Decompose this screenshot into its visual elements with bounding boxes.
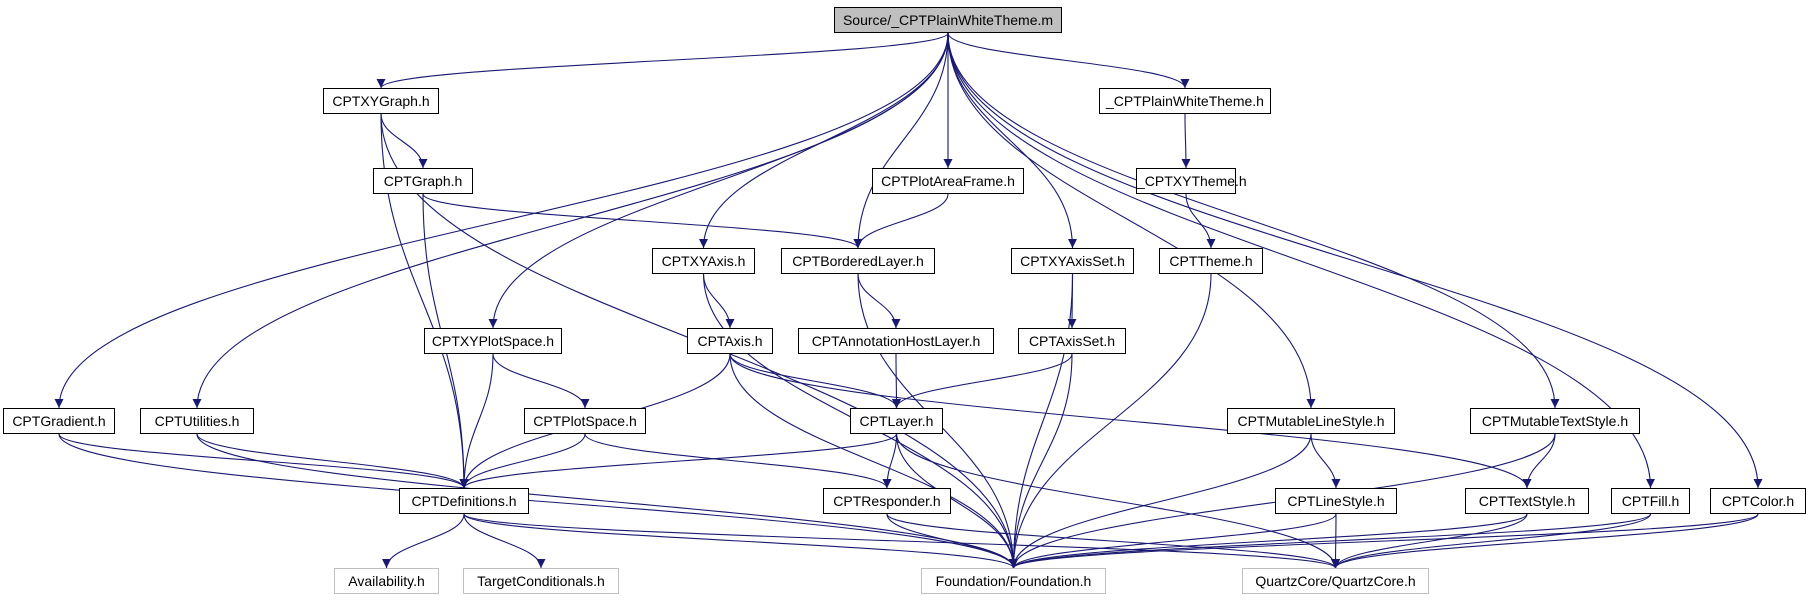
edge-annotationhost-to-layer (891, 353, 901, 409)
edge-layer-to-quartzcore (895, 433, 1340, 569)
node-cptxyaxisset[interactable]: CPTXYAxisSet.h (1011, 248, 1134, 274)
node-cptmutablelinestyle[interactable]: CPTMutableLineStyle.h (1227, 408, 1395, 434)
edge-gradient-to-foundation (58, 433, 1018, 569)
node-cptplotareaframe[interactable]: CPTPlotAreaFrame.h (872, 168, 1024, 194)
edge-fill-to-foundation (1009, 513, 1652, 569)
node-cptxyaxis[interactable]: CPTXYAxis.h (652, 248, 755, 274)
edge-xyplotspace-to-plotspace (492, 353, 590, 409)
node-cptaxis[interactable]: CPTAxis.h (687, 328, 773, 354)
edge-root-to-xygraph (376, 32, 949, 89)
edge-textstyle-to-quartzcore (1331, 513, 1528, 569)
edge-fill-to-quartzcore (1331, 513, 1652, 569)
edge-axisset-to-foundation (1009, 353, 1073, 569)
edge-plotspace-to-definitions (459, 433, 586, 489)
edge-utilities-to-definitions (196, 433, 469, 489)
edge-root-to-borderedlayer (853, 32, 949, 249)
edge-linestyle-to-foundation (1009, 513, 1337, 569)
edge-definitions-to-targetcond (463, 513, 546, 569)
node-cptaxisset[interactable]: CPTAxisSet.h (1018, 328, 1126, 354)
node-targetconditionals[interactable]: TargetConditionals.h (463, 568, 619, 594)
node-cptresponder[interactable]: CPTResponder.h (823, 488, 951, 514)
node-cptlayer[interactable]: CPTLayer.h (850, 408, 943, 434)
node-cptplotspace[interactable]: CPTPlotSpace.h (524, 408, 646, 434)
node-foundation[interactable]: Foundation/Foundation.h (921, 568, 1106, 594)
edge-root-to-pwtheme (947, 32, 1190, 89)
node-cptplainwhitetheme-h[interactable]: _CPTPlainWhiteTheme.h (1099, 88, 1271, 114)
edge-xyaxis-to-axis (702, 273, 735, 329)
edge-color-to-quartzcore (1331, 513, 1759, 569)
edge-root-to-mutablelinestyle (947, 32, 1316, 409)
edge-mutablelinestyle-to-linestyle (1310, 433, 1341, 489)
node-cptmutabletextstyle[interactable]: CPTMutableTextStyle.h (1470, 408, 1640, 434)
node-cptborderedlayer[interactable]: CPTBorderedLayer.h (781, 248, 935, 274)
edge-definitions-to-availability (382, 513, 465, 569)
edge-axis-to-textstyle (729, 353, 1532, 489)
edge-borderedlayer-to-annotationhost (857, 273, 901, 329)
edge-root-to-xyaxisset (947, 32, 1077, 249)
node-cptgradient[interactable]: CPTGradient.h (3, 408, 115, 434)
edge-xytheme-to-theme (1185, 193, 1216, 249)
edge-root-to-fill (947, 32, 1655, 489)
edge-axisset-to-layer (892, 353, 1073, 409)
edge-xyplotspace-to-definitions (459, 353, 494, 489)
edge-plotareaframe-to-borderedlayer (853, 193, 949, 249)
edge-root-to-utilities (192, 32, 949, 409)
node-cptxygraph[interactable]: CPTXYGraph.h (323, 88, 439, 114)
node-quartzcore[interactable]: QuartzCore/QuartzCore.h (1242, 568, 1429, 594)
edge-definitions-to-quartzcore (463, 513, 1340, 569)
node-cptfill[interactable]: CPTFill.h (1611, 488, 1690, 514)
edge-root-to-mutabletextstyle (947, 32, 1560, 409)
node-cptxytheme[interactable]: _CPTXYTheme.h (1136, 168, 1247, 194)
edge-xyaxisset-to-foundation (1009, 273, 1074, 569)
edge-mutabletextstyle-to-textstyle (1522, 433, 1556, 489)
edge-theme-to-foundation (1009, 273, 1212, 569)
node-root[interactable]: Source/_CPTPlainWhiteTheme.m (834, 7, 1062, 33)
node-cptannotationhostlayer[interactable]: CPTAnnotationHostLayer.h (798, 328, 994, 354)
node-cptcolor[interactable]: CPTColor.h (1710, 488, 1806, 514)
edge-axis-to-foundation (729, 353, 1018, 569)
edge-axis-to-layer (729, 353, 901, 409)
node-cptdefinitions[interactable]: CPTDefinitions.h (399, 488, 529, 514)
edge-layer-to-foundation (895, 433, 1018, 569)
edge-root-to-color (947, 32, 1763, 489)
edge-graph-to-borderedlayer (422, 193, 863, 249)
edge-pwtheme-to-xytheme (1181, 113, 1191, 169)
edge-responder-to-quartzcore (886, 513, 1340, 569)
edge-layer-to-definitions (459, 433, 898, 489)
node-cpttextstyle[interactable]: CPTTextStyle.h (1465, 488, 1589, 514)
node-cptutilities[interactable]: CPTUtilities.h (140, 408, 254, 434)
edge-color-to-foundation (1009, 513, 1759, 569)
edge-layer-to-responder (882, 433, 898, 489)
node-cpttheme[interactable]: CPTTheme.h (1159, 248, 1263, 274)
edge-xygraph-to-graph (380, 113, 428, 169)
node-cptxyplotspace[interactable]: CPTXYPlotSpace.h (424, 328, 562, 354)
node-cptlinestyle[interactable]: CPTLineStyle.h (1275, 488, 1397, 514)
edge-responder-to-foundation (886, 513, 1018, 569)
node-cptgraph[interactable]: CPTGraph.h (373, 168, 473, 194)
edge-textstyle-to-foundation (1009, 513, 1528, 569)
edge-definitions-to-foundation (463, 513, 1018, 569)
edge-plotspace-to-responder (584, 433, 892, 489)
edge-root-to-gradient (54, 32, 949, 409)
node-availability[interactable]: Availability.h (334, 568, 439, 594)
